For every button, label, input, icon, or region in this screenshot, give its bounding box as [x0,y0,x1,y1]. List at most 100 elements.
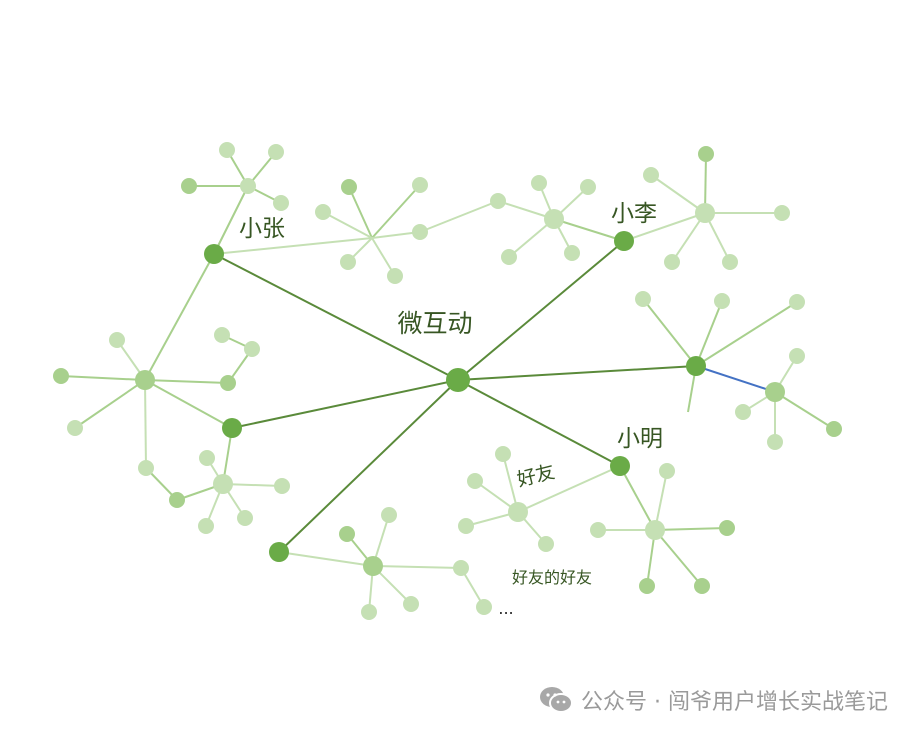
person-node [135,370,155,390]
network-nodes [53,142,842,620]
person-node [580,179,596,195]
person-node [789,294,805,310]
person-node-primary [686,356,706,376]
edge-line [654,527,728,531]
person-node [490,193,506,209]
edge-line [553,218,625,242]
person-node [315,204,331,220]
person-node [213,474,233,494]
person-node [722,254,738,270]
edge-line [457,240,625,381]
watermark-text: 公众号 · 闯爷用户增长实战笔记 [581,690,888,715]
edge-line [654,470,668,531]
person-node [719,520,735,536]
person-node [767,434,783,450]
person-node [361,604,377,620]
person-node [169,492,185,508]
edge-line [457,365,697,381]
person-node [694,578,710,594]
edge-line [144,253,215,381]
person-node [363,556,383,576]
edge-line [371,184,421,239]
edge-line [695,300,723,367]
person-node [538,536,554,552]
person-node [244,341,260,357]
person-node [635,291,651,307]
person-node [198,518,214,534]
person-node [340,254,356,270]
edge-line [278,379,459,553]
edge-line [371,231,421,239]
edge-line [619,465,656,531]
person-node [774,205,790,221]
person-node [458,518,474,534]
edge-line [74,379,146,429]
edge-line [457,379,621,467]
person-node [495,446,511,462]
person-node [765,382,785,402]
person-node-primary [222,418,242,438]
edge-line [642,298,697,367]
person-node [274,478,290,494]
person-node [735,404,751,420]
person-node [698,146,714,162]
person-node [643,167,659,183]
ming-label: 小明 [617,426,663,452]
edge-line [213,185,249,255]
edge-line [419,200,499,233]
edge-line [517,465,621,513]
person-node [659,463,675,479]
person-node [664,254,680,270]
person-node [268,144,284,160]
edge-line [60,375,146,381]
person-node [341,179,357,195]
edge-line [695,365,776,393]
person-node [67,420,83,436]
person-node [387,268,403,284]
zhang-label: 小张 [239,216,285,242]
person-node [403,596,419,612]
edge-line [213,253,459,381]
person-node [476,599,492,615]
edge-line [695,301,798,367]
person-node [339,526,355,542]
person-node [109,332,125,348]
person-node [199,450,215,466]
person-node [695,203,715,223]
person-node [714,293,730,309]
edge-line [213,237,373,255]
edge-line [623,212,706,242]
center-label: 微互动 [397,309,472,338]
more-label: ... [498,599,513,618]
edge-line [144,379,233,429]
person-node [412,224,428,240]
person-node [138,460,154,476]
wechat-icon [540,687,574,713]
person-node [639,578,655,594]
person-node [453,560,469,576]
person-node [181,178,197,194]
person-node [467,473,483,489]
person-node [826,421,842,437]
edge-line [372,565,462,569]
edge-line [231,379,459,429]
person-node [590,522,606,538]
person-node [237,510,253,526]
edge-line [654,529,703,587]
person-node-primary [614,231,634,251]
person-node [645,520,665,540]
person-node [53,368,69,384]
edge-line [650,174,706,214]
person-node [412,177,428,193]
person-node-primary [610,456,630,476]
person-node-primary [269,542,289,562]
person-node [508,502,528,522]
person-node [544,209,564,229]
edge-line [278,551,374,567]
friend-label: 好友 [515,461,557,492]
edge-line [144,379,229,384]
person-node [531,175,547,191]
friend-of-friend-label: 好友的好友 [512,568,592,587]
person-node [273,195,289,211]
